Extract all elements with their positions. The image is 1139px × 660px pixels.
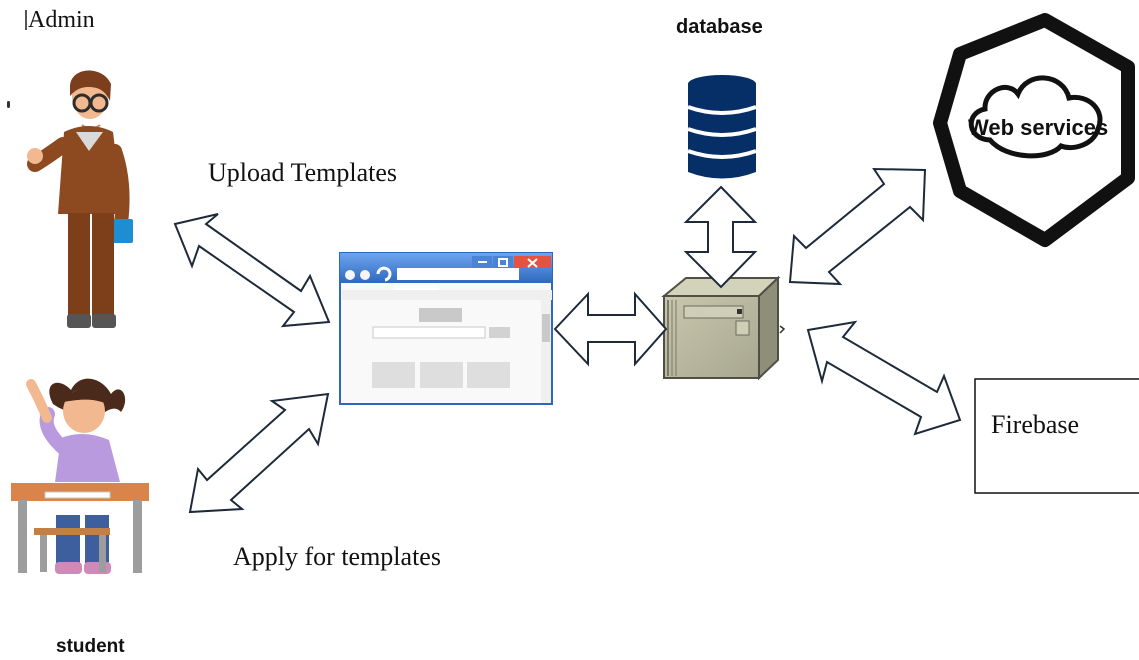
firebase-box xyxy=(974,378,1139,494)
apply-templates-label: Apply for templates xyxy=(233,542,441,571)
database-server-arrow xyxy=(683,185,758,289)
admin-teacher-icon xyxy=(27,70,133,328)
browser-server-arrow xyxy=(553,291,668,367)
admin-browser-arrow xyxy=(173,213,331,328)
cloud-in-hexagon-icon xyxy=(933,13,1135,247)
web-services-label: Web services xyxy=(968,115,1109,140)
student-browser-arrow xyxy=(188,392,330,514)
server-firebase-arrow xyxy=(806,320,962,436)
server-webservices-arrow xyxy=(788,167,927,286)
student-label: student xyxy=(56,636,125,657)
admin-dot-mark xyxy=(7,101,10,108)
database-label: database xyxy=(676,16,763,38)
student-at-desk-icon xyxy=(11,378,149,574)
admin-mark xyxy=(25,10,27,30)
upload-templates-label: Upload Templates xyxy=(208,158,398,187)
database-cylinder-icon xyxy=(687,75,757,179)
server-computer-icon xyxy=(661,275,786,381)
admin-label: Admin xyxy=(28,7,95,33)
firebase-label: Firebase xyxy=(991,410,1080,439)
web-browser-window-icon xyxy=(339,252,553,405)
